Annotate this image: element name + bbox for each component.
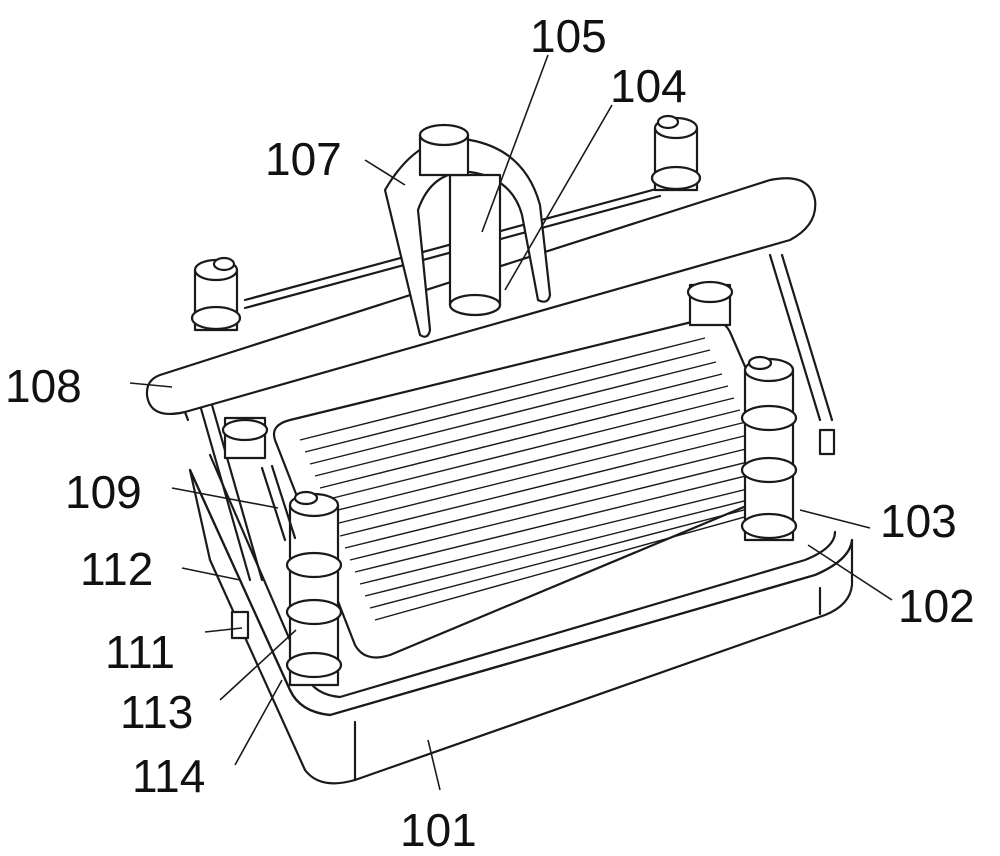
base-tray — [188, 453, 854, 785]
leader-111 — [204, 627, 243, 633]
front-post-left — [285, 490, 343, 687]
mid-posts — [221, 280, 734, 542]
reference-labels: 105 104 107 108 109 112 111 113 114 101 … — [5, 10, 975, 856]
front-post-right — [740, 355, 798, 542]
leader-105 — [481, 54, 549, 233]
back-post-left — [190, 256, 242, 332]
back-post-right — [650, 114, 702, 192]
leader-107 — [364, 159, 406, 186]
center-post — [418, 123, 502, 317]
leader-114 — [234, 679, 283, 766]
label-114: 114 — [132, 750, 205, 802]
u-handle — [383, 137, 552, 338]
leader-101 — [427, 739, 441, 791]
label-109: 109 — [65, 466, 142, 518]
label-111: 111 — [105, 626, 175, 678]
leader-102 — [807, 544, 893, 601]
leader-109 — [171, 487, 279, 509]
leader-113 — [219, 629, 297, 701]
leader-104 — [504, 104, 613, 291]
leader-112 — [181, 567, 241, 581]
leader-108 — [129, 382, 173, 388]
label-107: 107 — [265, 133, 342, 185]
label-103: 103 — [880, 495, 957, 547]
label-108: 108 — [5, 360, 82, 412]
leader-103 — [799, 509, 871, 529]
label-101: 101 — [400, 804, 477, 856]
label-105: 105 — [530, 10, 607, 62]
label-104: 104 — [610, 60, 687, 112]
ribbed-plate — [272, 318, 793, 659]
leader-lines — [129, 54, 893, 791]
label-112: 112 — [80, 543, 153, 595]
label-113: 113 — [120, 686, 193, 738]
label-102: 102 — [898, 580, 975, 632]
